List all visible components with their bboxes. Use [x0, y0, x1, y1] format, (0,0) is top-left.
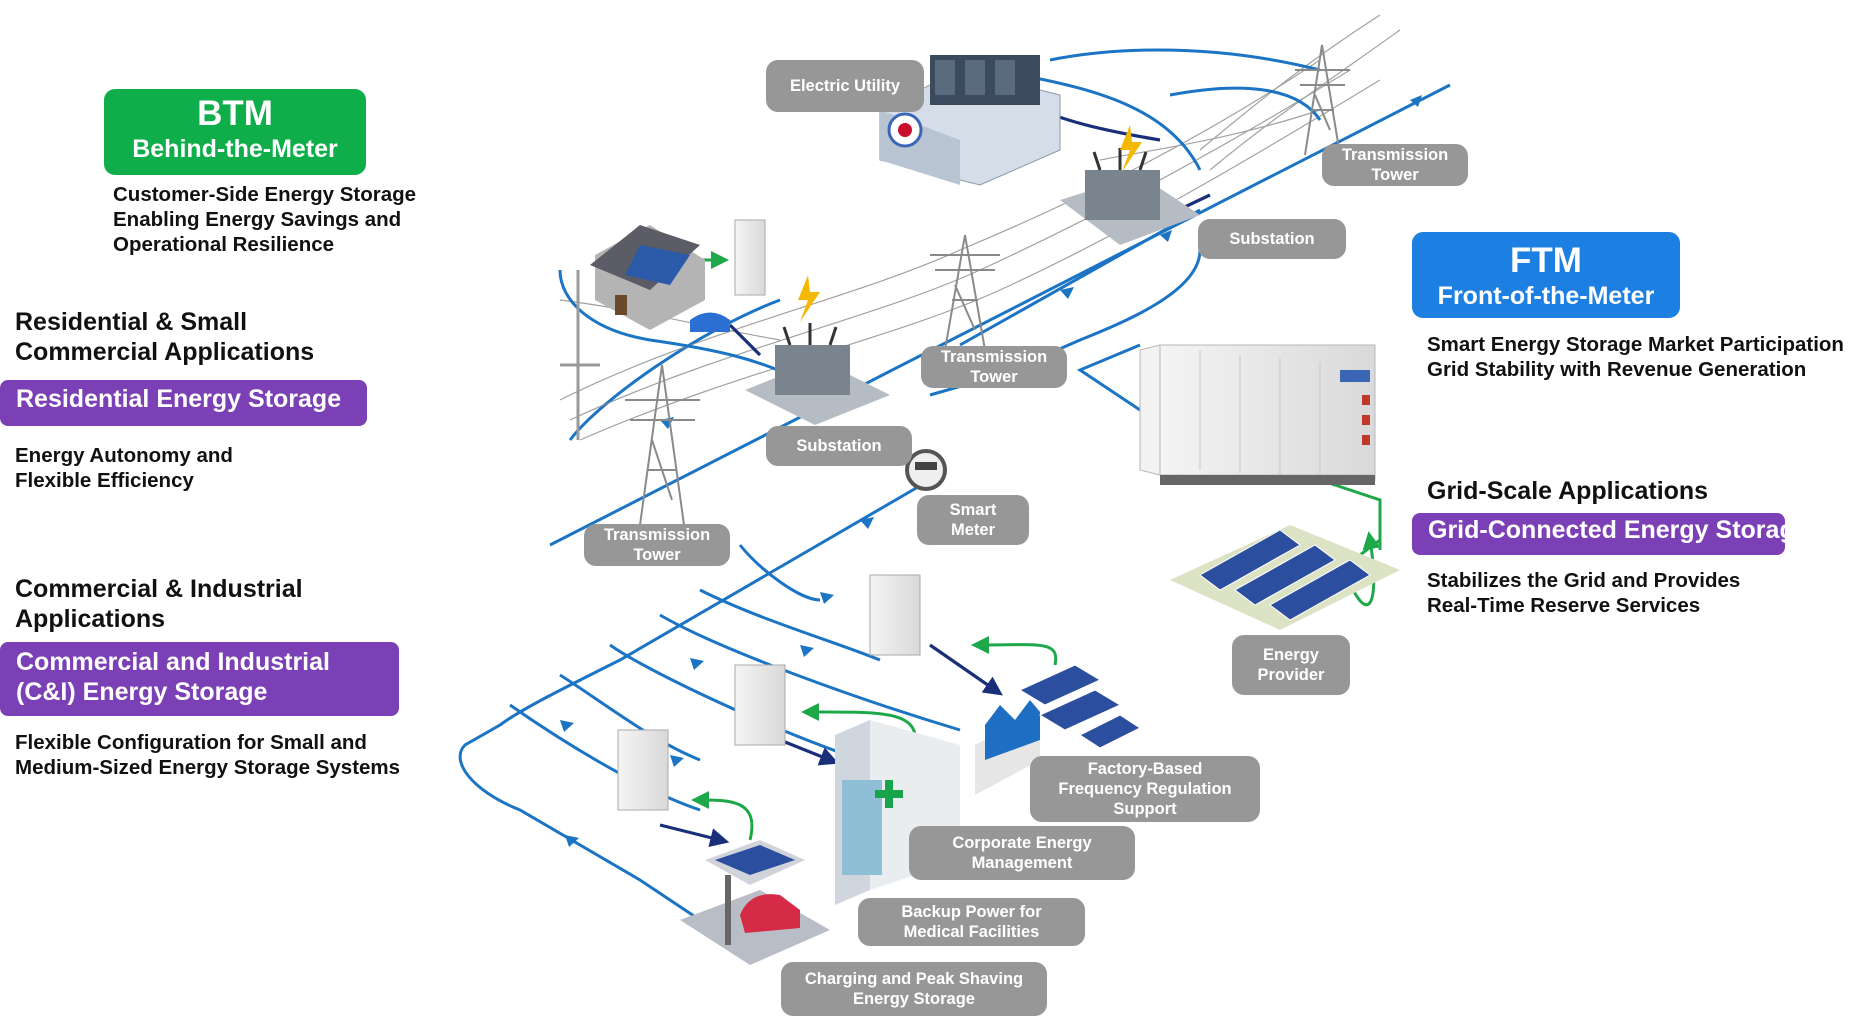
ftm-line-2: Grid Stability with Revenue Generation [1427, 358, 1807, 381]
grid-line-1: Stabilizes the Grid and Provides [1427, 569, 1741, 592]
label-tower-top-line-1: Transmission [1341, 146, 1449, 164]
smart-meter [905, 449, 947, 491]
solar-farm [1170, 525, 1400, 630]
label-charging-line-1: Charging and Peak Shaving [804, 970, 1024, 988]
residential-energy-storage-bar: Residential Energy Storage [0, 380, 367, 426]
transmission-tower-top [1295, 44, 1350, 156]
ci-description: Flexible Configuration for Small and Med… [15, 730, 400, 780]
label-electric-utility: Electric Utility [766, 60, 924, 112]
label-factory-line-2: Frequency Regulation [1058, 780, 1232, 798]
btm-title: BTM [197, 94, 273, 133]
label-smart-meter: Smart Meter [917, 495, 1029, 545]
label-backup-line-1: Backup Power for [901, 903, 1042, 921]
ci-energy-storage-bar: Commercial and Industrial (C&I) Energy S… [0, 642, 399, 716]
label-factory-line-1: Factory-Based [1087, 760, 1203, 778]
label-charging-peak-shaving: Charging and Peak Shaving Energy Storage [781, 962, 1047, 1016]
label-substation-mid-text: Substation [796, 437, 882, 455]
ftm-title: FTM [1510, 241, 1582, 280]
ci-heading-line-1: Commercial & Industrial [15, 575, 303, 603]
ev-charging-station [680, 840, 830, 965]
residential-description: Energy Autonomy and Flexible Efficiency [15, 443, 233, 493]
label-tower-left-line-2: Tower [633, 546, 681, 564]
label-corporate-energy-management: Corporate Energy Management [909, 826, 1135, 880]
ftm-line-1: Smart Energy Storage Market Participatio… [1427, 333, 1844, 356]
electric-utility-building [879, 55, 1061, 186]
ftm-description: Smart Energy Storage Market Participatio… [1427, 332, 1844, 382]
label-tower-mid-line-1: Transmission [940, 348, 1048, 366]
residential-heading: Residential & Small Commercial Applicati… [15, 307, 314, 367]
ci-power-flows [659, 643, 1003, 847]
substation-top [1060, 125, 1200, 245]
label-substation-top-text: Substation [1229, 230, 1315, 248]
btm-subtitle: Behind-the-Meter [132, 135, 338, 163]
ci-line-2: Medium-Sized Energy Storage Systems [15, 756, 401, 779]
residential-line-1: Energy Autonomy and [15, 444, 233, 467]
grid-heading: Grid-Scale Applications [1427, 477, 1709, 505]
grid-connected-energy-storage-bar: Grid-Connected Energy Storage [1412, 513, 1809, 555]
ci-line-1: Flexible Configuration for Small and [15, 731, 367, 754]
residential-heading-line-2: Commercial Applications [15, 338, 315, 366]
ftm-subtitle: Front-of-the-Meter [1437, 282, 1655, 310]
label-factory-line-3: Support [1113, 800, 1177, 818]
label-backup-line-2: Medical Facilities [903, 923, 1040, 941]
ci-bar-line-1: Commercial and Industrial [16, 648, 330, 676]
ci-heading-line-2: Applications [15, 605, 166, 633]
ci-heading: Commercial & Industrial Applications [15, 574, 303, 634]
residential-line-2: Flexible Efficiency [15, 469, 194, 492]
label-energy-provider-line-1: Energy [1263, 646, 1319, 664]
btm-line-1: Customer-Side Energy Storage [113, 183, 417, 206]
btm-line-3: Operational Resilience [113, 233, 335, 256]
house [590, 225, 730, 332]
label-tower-mid-line-2: Tower [970, 368, 1018, 386]
transmission-tower-mid [930, 234, 1000, 351]
ci-cabinets [617, 574, 921, 811]
utility-pole [560, 270, 600, 440]
btm-line-2: Enabling Energy Savings and [113, 208, 402, 231]
label-substation-top: Substation [1198, 219, 1346, 259]
label-substation-mid: Substation [766, 426, 912, 466]
label-smart-meter-line-2: Meter [950, 521, 995, 539]
grid-description: Stabilizes the Grid and Provides Real-Ti… [1427, 568, 1740, 618]
label-corporate-line-1: Corporate Energy [952, 834, 1092, 852]
residential-heading-line-1: Residential & Small [15, 308, 248, 336]
label-tower-left-line-1: Transmission [603, 526, 711, 544]
substation-mid [745, 275, 890, 425]
grid-scale-storage [1139, 344, 1376, 485]
label-factory-frequency-regulation: Factory-Based Frequency Regulation Suppo… [1030, 756, 1260, 822]
btm-badge: BTM Behind-the-Meter [104, 89, 366, 175]
ci-bar-line-2: (C&I) Energy Storage [16, 678, 268, 706]
transmission-tower-left [625, 364, 700, 526]
label-transmission-tower-left: Transmission Tower [584, 524, 730, 566]
transmission-lines [549, 83, 1451, 547]
flow-arrows-blue [560, 95, 1422, 847]
label-corporate-line-2: Management [971, 854, 1073, 872]
label-tower-top-line-2: Tower [1371, 166, 1419, 184]
factory [975, 664, 1142, 795]
btm-description: Customer-Side Energy Storage Enabling En… [113, 182, 416, 257]
grid-line-2: Real-Time Reserve Services [1427, 594, 1701, 617]
utility-lines [558, 48, 1322, 412]
label-energy-provider-line-2: Provider [1257, 666, 1325, 684]
label-charging-line-2: Energy Storage [853, 990, 975, 1008]
label-electric-utility-text: Electric Utility [789, 77, 901, 95]
label-smart-meter-line-1: Smart [949, 501, 997, 519]
label-energy-provider: Energy Provider [1232, 635, 1350, 695]
residential-battery [734, 219, 766, 296]
ftm-badge: FTM Front-of-the-Meter [1412, 232, 1680, 318]
distribution-network [458, 478, 961, 922]
label-backup-power-medical: Backup Power for Medical Facilities [858, 898, 1085, 946]
label-transmission-tower-mid: Transmission Tower [921, 346, 1067, 388]
label-transmission-tower-top: Transmission Tower [1322, 144, 1468, 186]
